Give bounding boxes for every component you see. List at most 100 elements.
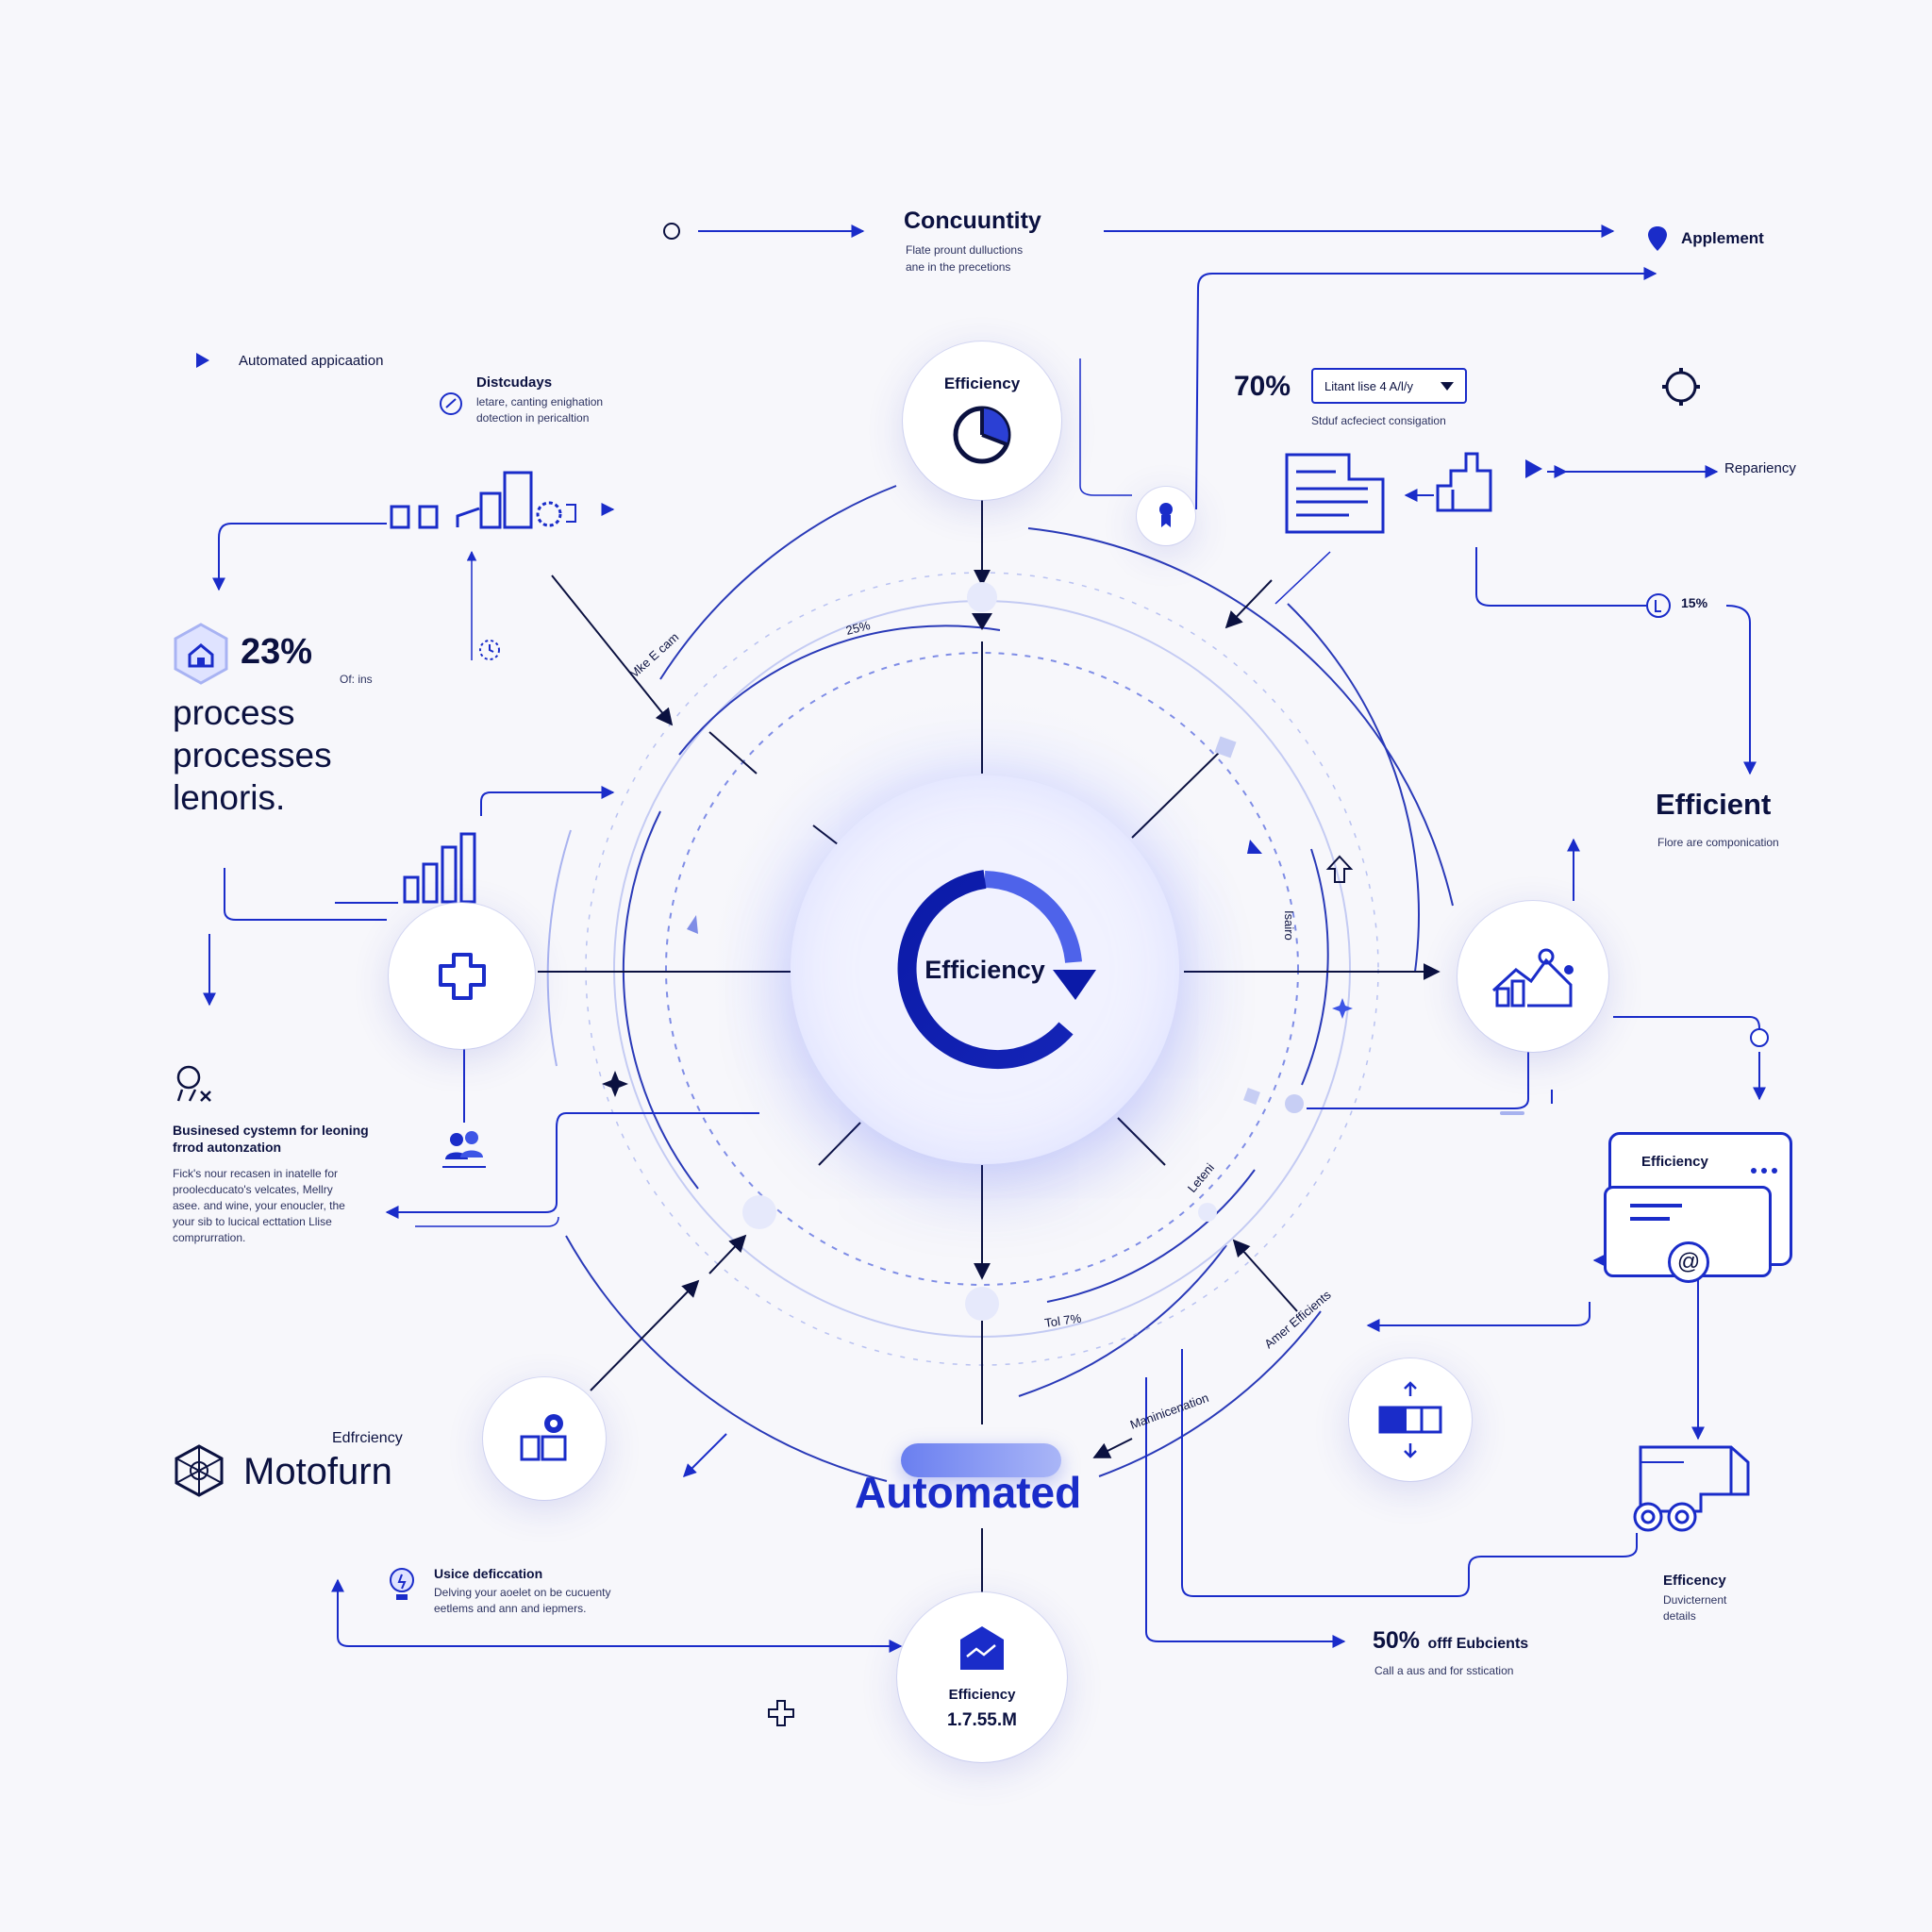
inner-dashed-ring [665, 652, 1299, 1286]
ring-tick-e [1247, 840, 1262, 854]
sparkle-icon [1332, 998, 1353, 1019]
tick-nw2 [708, 731, 758, 774]
center-efficiency-node[interactable]: Efficiency [791, 775, 1179, 1164]
refresh-cycle-icon [897, 870, 1096, 1070]
bottom-node-label: Efficiency [948, 1686, 1016, 1703]
frequency-select[interactable]: Litant lise 4 A/l/y [1311, 368, 1467, 404]
outer-arc-c [1098, 1310, 1322, 1477]
applement-label: Applement [1681, 229, 1764, 247]
location-pin-icon [1648, 226, 1667, 251]
conn-business [385, 1112, 759, 1219]
automated-pill-button[interactable] [901, 1443, 1061, 1477]
badge-node[interactable] [1137, 487, 1195, 545]
stat-23-line-3: lenoris. [173, 778, 286, 817]
info-circle-icon [1646, 593, 1671, 618]
conn-50 [1145, 1377, 1346, 1648]
usice-line-1: Delving your aoelet on be cucuenty [434, 1586, 611, 1599]
business-body-1: Fick's nour recasen in inatelle for [173, 1167, 339, 1180]
arc-label-makecam: Mke E cam [626, 630, 681, 682]
play-icon [1525, 459, 1542, 478]
puzzle-node[interactable] [389, 903, 535, 1049]
arc-label-lesteni: Leteni [1185, 1160, 1217, 1195]
conn-left-top [212, 523, 387, 591]
ring-dot-top [967, 582, 997, 612]
arrow-sw-in2 [708, 1234, 747, 1274]
bulb-icon [176, 1065, 211, 1102]
middle-arc-c [622, 810, 699, 1190]
tick-sw [818, 1122, 861, 1166]
card-line [1630, 1204, 1682, 1208]
arrow-nw-in [551, 575, 674, 726]
conn-usice [331, 1578, 903, 1653]
vehicle-line-2: details [1663, 1609, 1696, 1623]
arrow-manin [1092, 1438, 1133, 1458]
spoke-ne [1131, 749, 1223, 839]
middle-arc-b [1046, 1169, 1256, 1303]
sparkle-icon [602, 1071, 628, 1097]
start-node-icon [663, 223, 680, 240]
play-icon [196, 353, 209, 368]
top-subtitle-2: ane in the precetions [906, 260, 1011, 274]
vehicle-line-1: Duvicternent [1663, 1593, 1727, 1607]
ring-square-ne [1214, 736, 1237, 758]
vehicle-icon [1633, 1445, 1750, 1532]
outer-arc-e [546, 829, 572, 1067]
stat-70-value: 70% [1234, 371, 1291, 402]
arrow-se-in [1232, 1239, 1298, 1312]
conn-doc-diag [1274, 551, 1331, 605]
ring-square-e [1243, 1088, 1260, 1105]
stat-23-aside: Of: ins [340, 673, 373, 686]
toggle-node[interactable] [1349, 1358, 1472, 1481]
discuss-line-2: dotection in pericaltion [476, 411, 590, 425]
business-body-4: your sib to lucical ecttation Llise [173, 1215, 332, 1228]
cart-node[interactable] [483, 1377, 606, 1500]
top-node-label: Efficiency [943, 375, 1021, 392]
arc-label-25: 25% [844, 618, 872, 638]
team-icon [442, 1131, 486, 1168]
outer-arc-a [659, 485, 897, 680]
business-title-2: frrod autonzation [173, 1140, 282, 1155]
card-line [1630, 1217, 1670, 1221]
conn-chart-back [1307, 1052, 1529, 1109]
usice-title: Usice deficcation [434, 1566, 543, 1581]
at-sign-icon[interactable]: @ [1668, 1241, 1709, 1283]
home-hexagon-icon [174, 623, 228, 685]
top-efficiency-node[interactable]: Efficiency [903, 341, 1061, 500]
hexagon-network-icon [175, 1444, 224, 1497]
ring-dot-sw [742, 1195, 776, 1229]
outer-arc-b [1027, 527, 1454, 907]
conn-15-left [1475, 547, 1646, 607]
bottom-efficiency-node[interactable]: Efficiency 1.7.55.M [897, 1592, 1067, 1762]
select-caption: Stduf acfeciect consigation [1311, 414, 1446, 427]
pie-chart-icon [953, 406, 1011, 464]
toggle-icon [1378, 1381, 1442, 1458]
puzzle-icon [438, 952, 486, 1000]
check-circle-icon [440, 392, 462, 415]
repariency-label: Repariency [1724, 460, 1796, 476]
conn-sw-out [683, 1433, 727, 1477]
conn-business-b [415, 1216, 559, 1227]
stat-23-value: 23% [241, 632, 313, 672]
arc-label-lsairo: Isairo [1282, 910, 1296, 941]
vehicle-label: Efficency [1663, 1573, 1726, 1589]
automated-application-label: Automated appicaation [239, 353, 384, 369]
more-dots-icon[interactable] [1751, 1161, 1777, 1178]
business-body-3: asee. and wine, your enoucler, the [173, 1199, 345, 1212]
arrow-up-icon [1325, 855, 1354, 883]
document-icon [1285, 453, 1385, 534]
badge-icon [1159, 503, 1173, 527]
outer-arc-d [565, 1235, 888, 1482]
bottom-node-value: 1.7.55.M [947, 1709, 1017, 1730]
stat-50: 50% offf Eubcients [1373, 1627, 1528, 1655]
arrow-ne-in [1224, 579, 1273, 629]
conn-applement [1195, 267, 1657, 510]
stat-50-value: 50% [1373, 1627, 1421, 1654]
chevron-down-icon [1441, 381, 1454, 391]
endpoint-circle-icon [1750, 1028, 1769, 1047]
conn-vehicle [1181, 1349, 1638, 1597]
growth-node[interactable] [1457, 901, 1608, 1052]
center-label: Efficiency [924, 955, 1045, 984]
line-chart-icon [1491, 948, 1574, 1008]
conn-right-o [1613, 1016, 1760, 1038]
stat-23-line-1: process [173, 693, 295, 732]
